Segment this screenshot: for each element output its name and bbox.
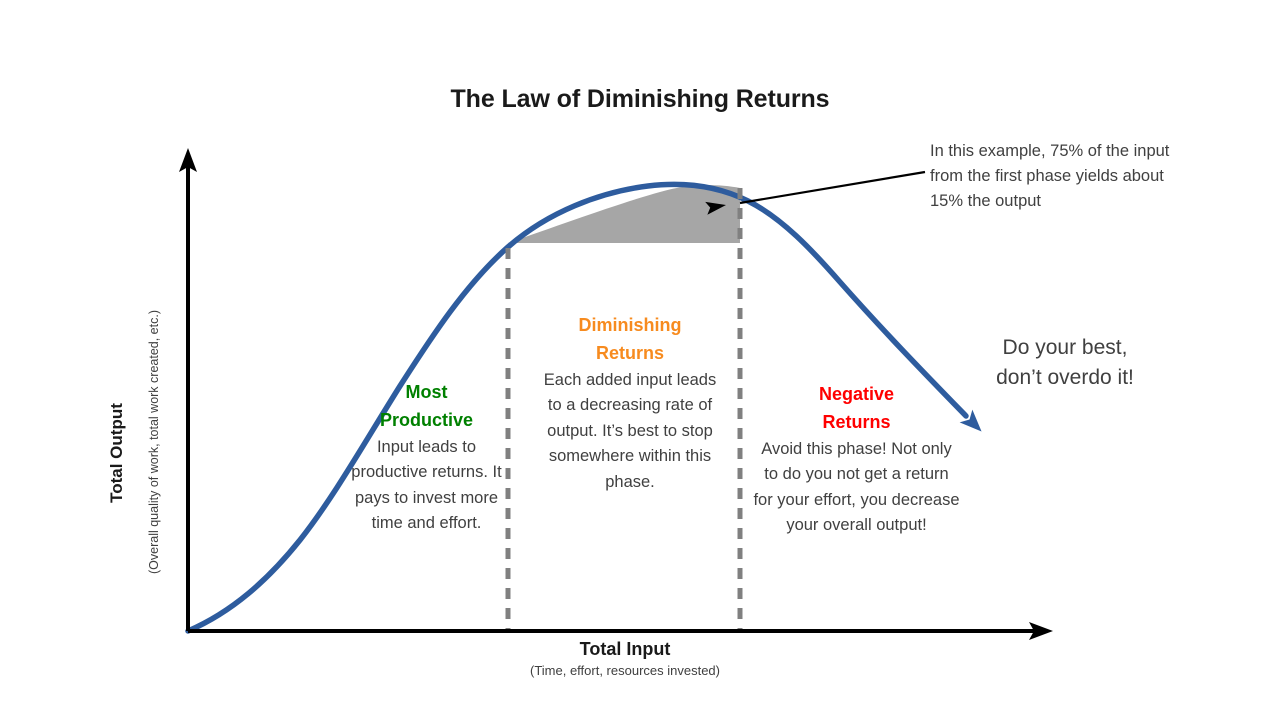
phase-block-most-productive: Most Productive Input leads to productiv… [349, 379, 504, 537]
phase-body-most-productive: Input leads to productive returns. It pa… [351, 437, 502, 533]
callout-leader-line [739, 170, 926, 205]
phase-block-diminishing-returns: Diminishing Returns Each added input lea… [540, 312, 720, 496]
curve-arrowhead [959, 409, 982, 432]
callout-arrowhead [705, 201, 726, 215]
closing-remark-line-1: Do your best, [1002, 336, 1128, 359]
page-title: The Law of Diminishing Returns [450, 85, 830, 113]
phase-heading-line-1: Negative [818, 384, 895, 404]
phase-block-negative-returns: Negative Returns Avoid this phase! Not o… [753, 381, 960, 539]
phase-heading-line-2: Productive [379, 409, 474, 430]
closing-remark: Do your best, don’t overdo it! [955, 333, 1175, 394]
y-axis-arrowhead [179, 148, 197, 172]
closing-remark-line-2: don’t overdo it! [996, 366, 1134, 390]
phase-body-diminishing-returns: Each added input leads to a decreasing r… [543, 370, 717, 492]
phase-heading-most-productive: Most Productive [349, 379, 504, 435]
phase-body-negative-returns: Avoid this phase! Not only to do you not… [753, 439, 960, 535]
phase-heading-negative-returns: Negative Returns [753, 381, 960, 437]
x-axis-arrowhead [1029, 622, 1053, 640]
phase-heading-line-1: Most [405, 382, 448, 402]
x-axis-title: Total Input [579, 639, 671, 659]
x-axis-subtitle: (Time, effort, resources invested) [529, 663, 720, 678]
phase-heading-line-2: Returns [822, 411, 891, 432]
phase-heading-diminishing-returns: Diminishing Returns [540, 312, 720, 368]
shaded-area-region [508, 185, 740, 243]
phase-heading-line-1: Diminishing [578, 315, 682, 335]
callout-annotation-text: In this example, 75% of the input from t… [930, 142, 1170, 211]
phase-heading-line-2: Returns [595, 342, 664, 363]
output-curve [185, 181, 969, 634]
